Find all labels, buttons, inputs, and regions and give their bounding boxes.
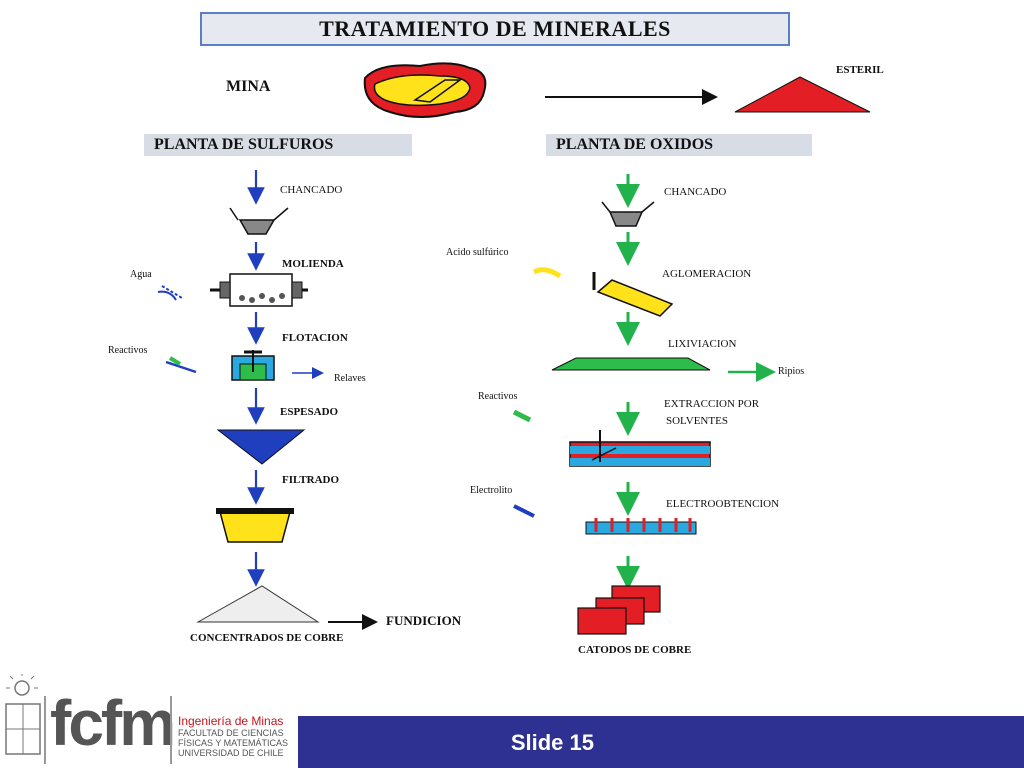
sulfuros-reactivos-label: Reactivos <box>108 345 148 356</box>
oxidos-reactivos-label: Reactivos <box>478 391 518 402</box>
acido-label: Acido sulfúrico <box>446 247 509 258</box>
footer-logos: fcfm Ingeniería de Minas FACULTAD DE CIE… <box>0 672 298 768</box>
faculty-line-3: UNIVERSIDAD DE CHILE <box>178 748 284 758</box>
esteril-label: ESTERIL <box>836 64 884 76</box>
extraccion-label-1: EXTRACCION POR <box>664 398 760 410</box>
fcfm-logo: fcfm <box>50 687 176 759</box>
fundicion-label: FUNDICION <box>386 613 462 628</box>
university-seal-icon <box>5 674 41 755</box>
footer-bar: Slide 15 <box>298 716 1024 768</box>
filter-icon <box>216 508 294 543</box>
faculty-line-1: FACULTAD DE CIENCIAS <box>178 728 284 738</box>
flotacion-label: FLOTACION <box>282 332 348 344</box>
electrolito-inlet-icon <box>513 504 535 518</box>
mine-ore-icon <box>363 62 487 118</box>
copper-cathodes-icon <box>577 585 661 635</box>
oxidos-crusher-icon <box>601 201 655 227</box>
faculty-line-2: FÍSICAS Y MATEMÁTICAS <box>178 738 289 748</box>
agglomeration-drum-icon <box>592 272 674 317</box>
dept-name: Ingeniería de Minas <box>178 714 284 728</box>
oxidos-chancado-label: CHANCADO <box>664 186 727 198</box>
planta-sulfuros-heading: PLANTA DE SULFUROS <box>144 134 412 156</box>
concentrate-pile-icon <box>196 585 320 623</box>
electrowinning-cells-icon <box>585 518 697 535</box>
electrolito-label: Electrolito <box>470 485 513 496</box>
molienda-label: MOLIENDA <box>282 258 344 270</box>
espesado-label: ESPESADO <box>280 406 339 418</box>
oxidos-reactivos-icon <box>512 409 532 423</box>
acid-inlet-icon <box>532 267 562 279</box>
electroobtencion-label: ELECTROOBTENCION <box>666 498 780 510</box>
mina-label: MINA <box>226 78 271 95</box>
esteril-pile-icon <box>734 76 871 113</box>
page-title: TRATAMIENTO DE MINERALES <box>200 12 790 46</box>
reactivos-inlet-icon <box>165 360 197 374</box>
flotation-cell-icon <box>231 350 275 381</box>
leach-heap-icon <box>551 357 711 371</box>
concentrados-label: CONCENTRADOS DE COBRE <box>190 632 344 644</box>
extraccion-label-2: SOLVENTES <box>666 415 728 427</box>
agua-label: Agua <box>130 269 152 280</box>
lixiviacion-label: LIXIVIACION <box>668 338 737 350</box>
solvent-extraction-icon <box>569 430 711 467</box>
ripios-label: Ripios <box>778 366 805 377</box>
filtrado-label: FILTRADO <box>282 474 340 486</box>
aglomeracion-label: AGLOMERACION <box>662 268 752 280</box>
agua-inlet-icon <box>161 285 183 299</box>
slide-number: Slide 15 <box>510 730 594 755</box>
thickener-icon <box>216 429 306 465</box>
catodos-label: CATODOS DE COBRE <box>578 644 692 656</box>
relaves-label: Relaves <box>334 373 366 384</box>
sulfuros-crusher-icon <box>229 207 289 235</box>
sulfuros-chancado-label: CHANCADO <box>280 184 343 196</box>
ball-mill-icon <box>210 273 308 307</box>
planta-oxidos-heading: PLANTA DE OXIDOS <box>546 134 812 156</box>
